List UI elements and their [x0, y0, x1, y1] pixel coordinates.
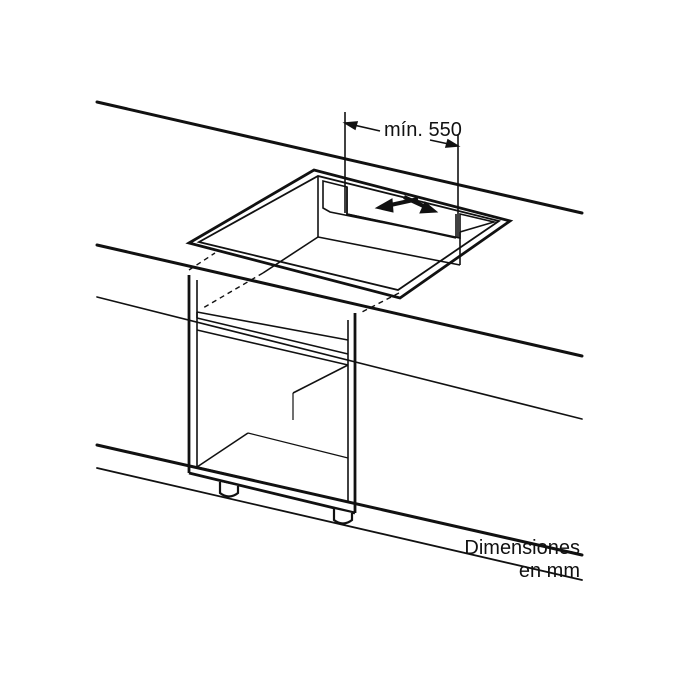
cabinet-feet: [218, 482, 354, 525]
cutout-outline: [185, 168, 514, 300]
countertop-front-edges: [95, 243, 584, 420]
units-caption: Dimensiones en mm: [464, 537, 580, 583]
caption-line-2: en mm: [518, 560, 580, 582]
dimension-label: mín. 550: [384, 119, 462, 141]
ventilation-notch: [322, 179, 498, 239]
floor-lines: [95, 443, 584, 581]
caption-line-1: Dimensiones: [464, 537, 580, 559]
countertop-back-edge: [95, 100, 584, 215]
projection-lines: [188, 252, 400, 314]
airflow-arrows-icon: [374, 195, 439, 214]
cutout-inner-walls: [262, 176, 461, 274]
dimension-marker: [342, 112, 461, 238]
cabinet: [187, 275, 357, 515]
